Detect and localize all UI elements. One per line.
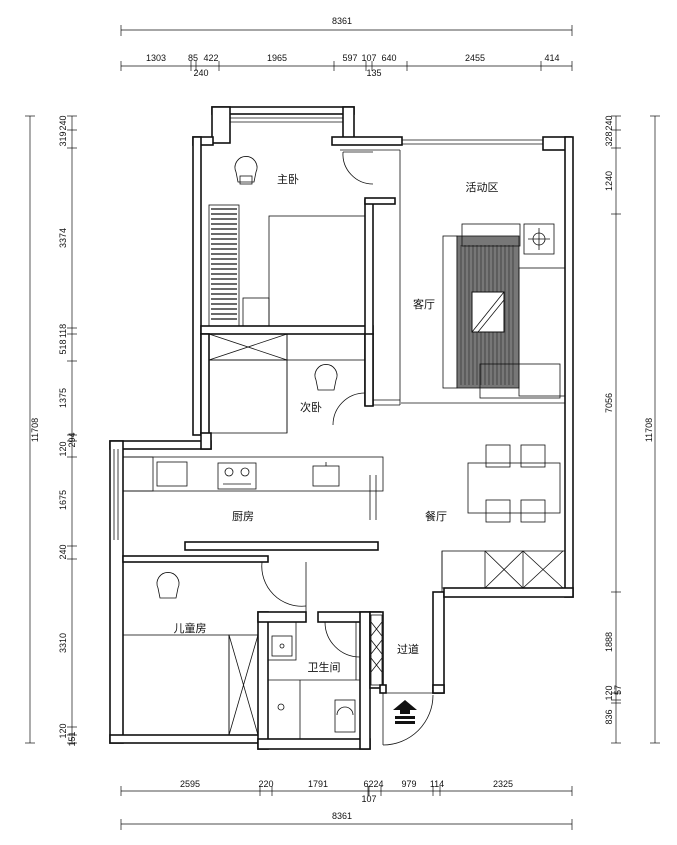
- right-dimensions: 240 328 1240 7056 1888 120 57 836 11708: [604, 115, 660, 744]
- kitchen-furniture: [122, 456, 384, 520]
- bottom-dim-4: 6: [363, 779, 368, 789]
- bottom-dim-6: 979: [401, 779, 416, 789]
- dining-furniture: [441, 444, 566, 592]
- top-dim-6: 107: [361, 53, 376, 63]
- bottom-dimensions: 2595 220 1791 6 224 979 114 2325 107 836…: [120, 779, 573, 830]
- living-room-furniture: [401, 223, 566, 404]
- bottom-sub: 107: [361, 794, 376, 804]
- room-label-second-bedroom: 次卧: [300, 400, 322, 414]
- room-label-kids-room: 儿童房: [174, 621, 207, 635]
- entrance-arrow-icon: [393, 700, 417, 724]
- bottom-dim-5: 224: [368, 779, 383, 789]
- right-dim-8: 836: [604, 709, 614, 724]
- bottom-dim-1: 2595: [180, 779, 200, 789]
- left-dim-2: 319: [58, 131, 68, 146]
- top-sub-1: 240: [193, 68, 208, 78]
- left-dim-9: 1675: [58, 490, 68, 510]
- top-total-dim: 8361: [332, 16, 352, 26]
- left-dim-8: 294: [67, 432, 77, 447]
- top-dim-4: 1965: [267, 53, 287, 63]
- room-label-activity-area: 活动区: [466, 181, 499, 194]
- bathroom-furniture: [267, 621, 361, 739]
- right-dim-7: 57: [613, 685, 623, 695]
- left-dim-13: 151: [67, 731, 77, 746]
- top-dim-3: 422: [203, 53, 218, 63]
- master-bedroom-furniture: [208, 151, 374, 327]
- left-total-dim: 11708: [30, 418, 40, 442]
- room-label-dining-room: 餐厅: [425, 509, 447, 523]
- top-dim-5: 597: [342, 53, 357, 63]
- top-sub-2: 135: [366, 68, 381, 78]
- top-dimensions: 8361 1303 85 422 1965 597 107 640 2455 4…: [120, 16, 573, 78]
- bottom-total-dim: 8361: [332, 811, 352, 821]
- bottom-dim-7: 114: [430, 779, 444, 789]
- corridor-furniture: [370, 614, 434, 746]
- left-dim-3: 3374: [58, 228, 68, 248]
- top-dim-1: 1303: [146, 53, 166, 63]
- left-dim-5: 518: [58, 339, 68, 354]
- room-label-kitchen: 厨房: [232, 510, 254, 523]
- bottom-dim-8: 2325: [493, 779, 513, 789]
- room-label-living-room: 客厅: [413, 297, 435, 311]
- right-dim-5: 1888: [604, 632, 614, 652]
- left-dim-10: 240: [58, 544, 68, 559]
- left-dim-4: 118: [58, 324, 68, 338]
- left-dim-11: 3310: [58, 633, 68, 653]
- kids-room-furniture: [122, 561, 307, 736]
- left-dim-1: 240: [58, 115, 68, 130]
- top-dim-7: 640: [381, 53, 396, 63]
- left-dim-6: 1375: [58, 388, 68, 408]
- room-label-bathroom: 卫生间: [308, 660, 341, 674]
- top-dim-2: 85: [188, 53, 198, 63]
- left-dim-7: 120: [58, 441, 68, 456]
- right-dim-6: 120: [604, 685, 614, 700]
- right-dim-1: 240: [604, 115, 614, 130]
- top-dim-8: 2455: [465, 53, 485, 63]
- bottom-dim-2: 220: [258, 779, 273, 789]
- top-dim-9: 414: [544, 53, 559, 63]
- bottom-dim-3: 1791: [308, 779, 328, 789]
- walls: [109, 106, 574, 750]
- room-label-corridor: 过道: [397, 642, 419, 656]
- right-dim-3: 1240: [604, 171, 614, 191]
- second-bedroom-furniture: [208, 333, 366, 434]
- right-total-dim: 11708: [644, 418, 654, 442]
- left-dimensions: 11708 240 319 3374 118 518 1375 120 294 …: [25, 115, 77, 747]
- right-dim-4: 7056: [604, 393, 614, 413]
- window-lines: [113, 117, 543, 540]
- left-dim-12: 120: [58, 723, 68, 738]
- room-label-master-bedroom: 主卧: [277, 173, 299, 186]
- right-dim-2: 328: [604, 131, 614, 146]
